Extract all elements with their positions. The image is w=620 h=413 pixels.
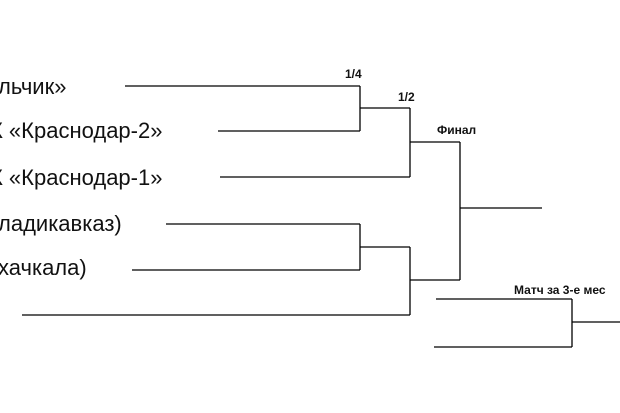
round-label-third-place: Матч за 3-е мес [514,283,606,297]
team-label-4: ладикавказ) [0,211,122,236]
team-label-2: К «Краснодар-2» [0,118,162,143]
team-label-1: льчик» [0,74,66,99]
round-label-quarter: 1/4 [345,67,362,81]
team-label-5: хачкала) [0,255,87,280]
round-label-semi: 1/2 [398,90,415,104]
team-label-3: К «Краснодар-1» [0,165,162,190]
round-label-final: Финал [437,123,476,137]
